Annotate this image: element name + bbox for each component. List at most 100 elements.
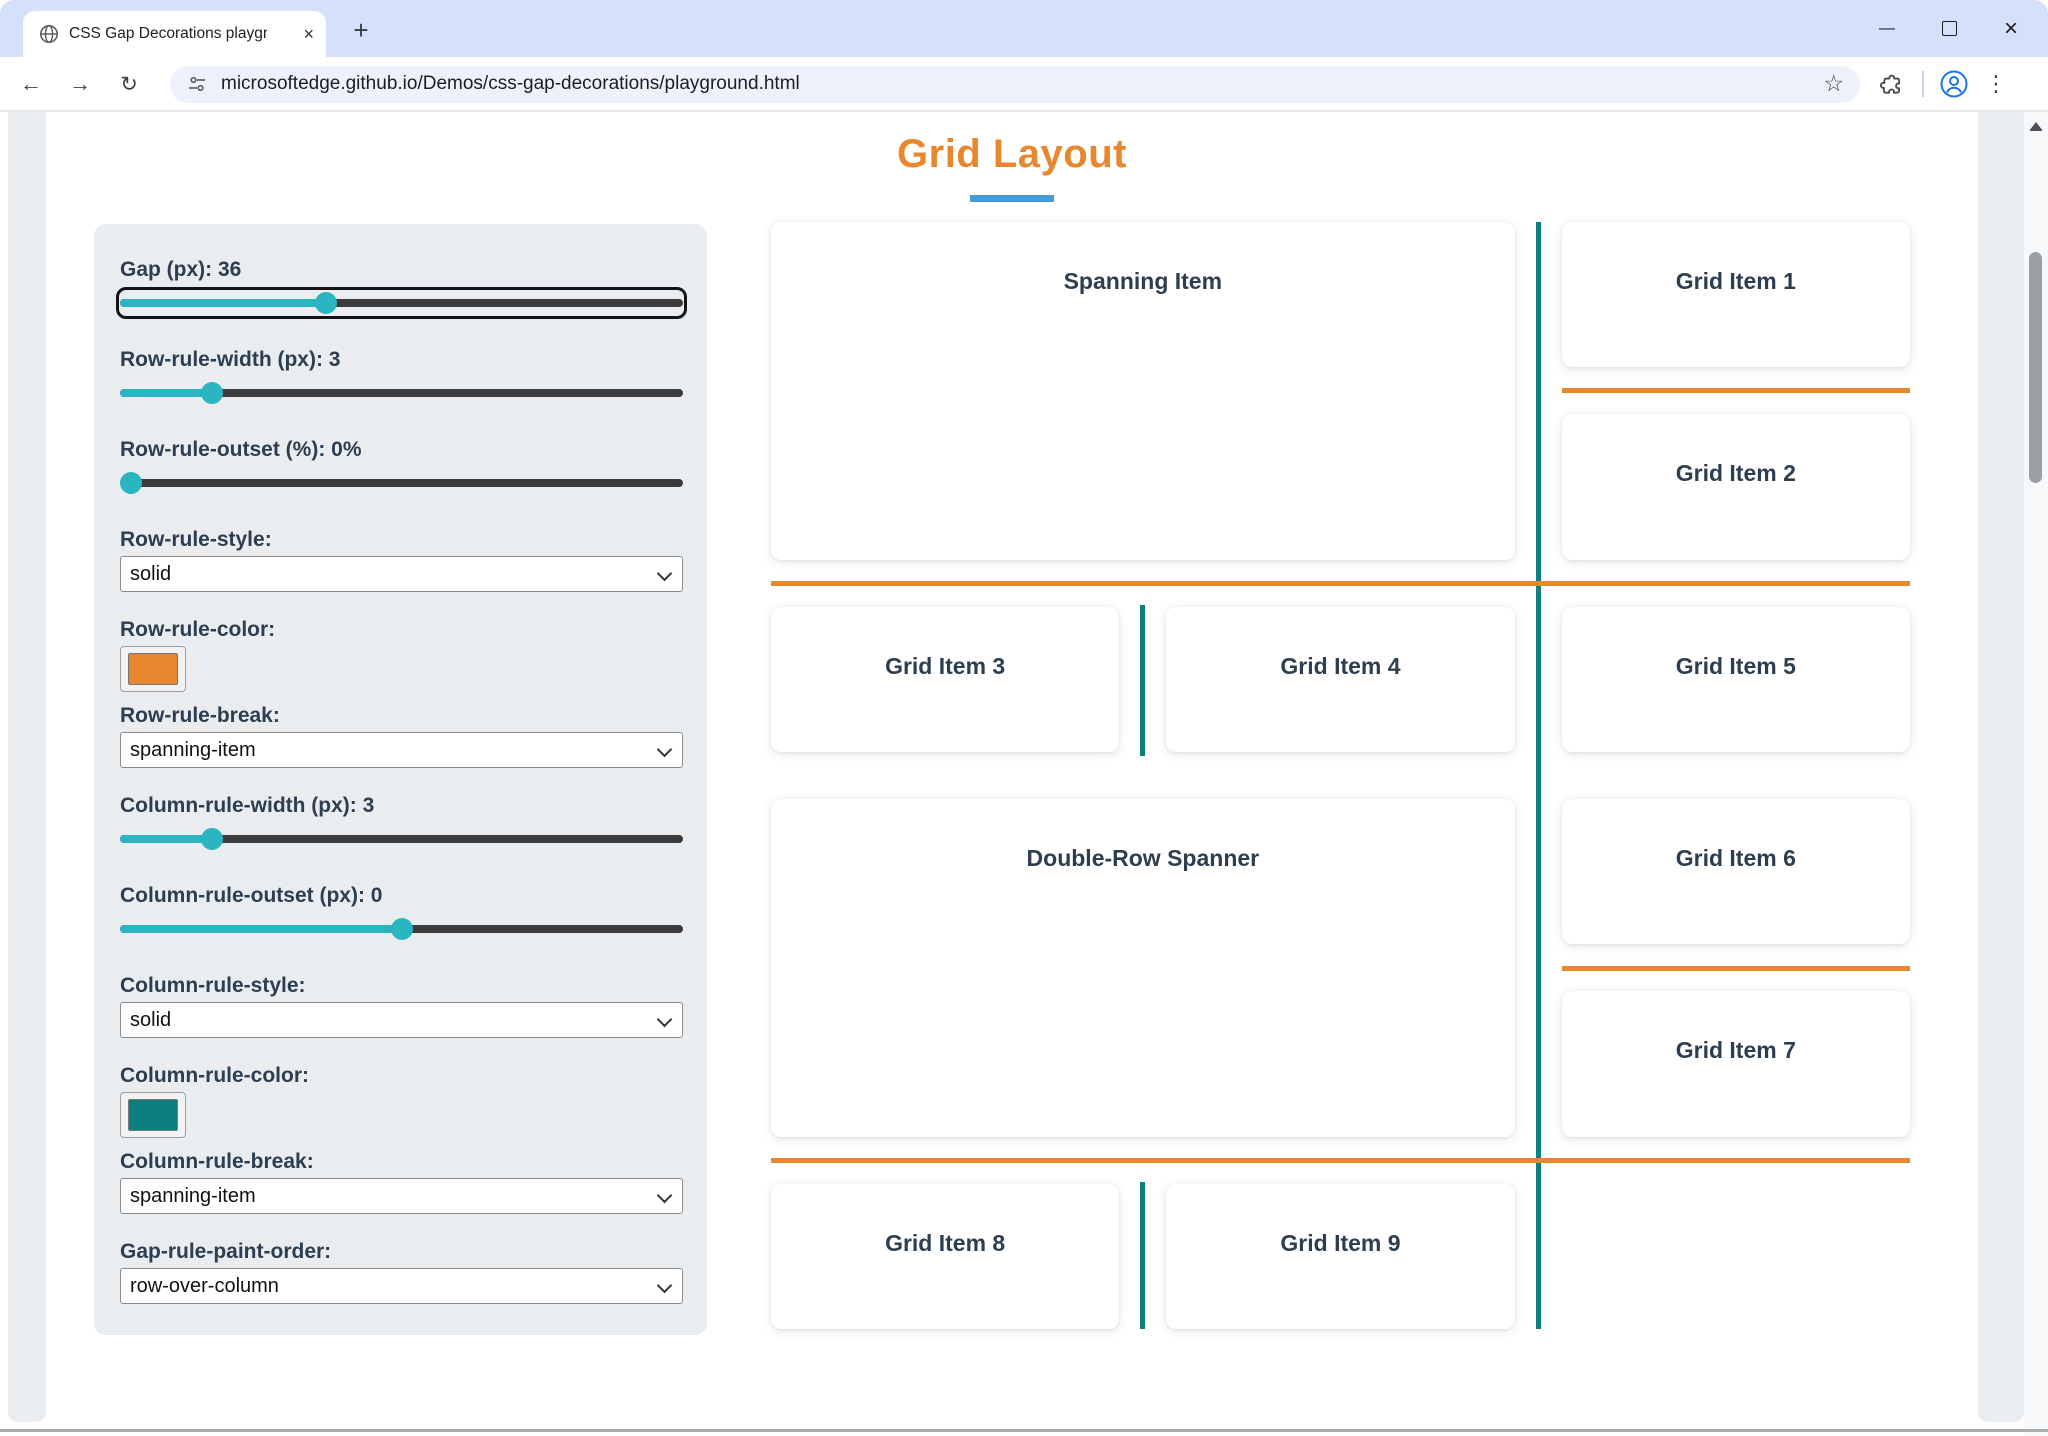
site-info-icon[interactable] (186, 73, 208, 95)
column-rule-width-slider-row (120, 822, 683, 856)
row-rule-break-select[interactable]: spanning-item (120, 732, 683, 768)
slider-thumb[interactable] (390, 918, 413, 940)
reload-button[interactable]: ↻ (120, 72, 138, 96)
toolbar-divider (0, 110, 2048, 112)
row-rule-outset-label: Row-rule-outset (%): 0% (120, 438, 362, 461)
page-content: Grid Layout Gap (px): 36 Row-rule-width … (0, 112, 2048, 1436)
browser-menu-icon[interactable]: ⋮ (1985, 71, 2007, 97)
slider-thumb[interactable] (201, 382, 224, 404)
column-rule-color-label: Column-rule-color: (120, 1064, 309, 1087)
forward-button[interactable]: → (69, 71, 91, 96)
slider-track (120, 479, 683, 487)
column-rule-row3 (1140, 605, 1145, 756)
gap-rule-paint-order-label: Gap-rule-paint-order: (120, 1240, 332, 1263)
address-bar[interactable]: microsoftedge.github.io/Demos/css-gap-de… (170, 65, 1860, 103)
row-rule-width-slider-row (120, 376, 683, 410)
gap-label: Gap (px): 36 (120, 258, 242, 281)
column-rule-style-select[interactable]: solid (120, 1002, 683, 1038)
row-rule-color-picker[interactable] (120, 646, 186, 692)
grid-card-6: Grid Item 6 (1561, 798, 1910, 945)
grid-card-double-row-spanner: Double-Row Spanner (771, 798, 1515, 1137)
browser-tab[interactable]: CSS Gap Decorations playgroun × (23, 11, 326, 57)
column-rule-color-picker[interactable] (120, 1092, 186, 1138)
column-rule-outset-slider[interactable] (120, 917, 683, 941)
toolbar-separator (1922, 71, 1924, 97)
chevron-down-icon (656, 1011, 673, 1028)
row-rule-col3-rows1-2 (1562, 388, 1910, 393)
profile-avatar-icon[interactable] (1939, 69, 1969, 99)
column-rule-outset-label: Column-rule-outset (px): 0 (120, 884, 383, 907)
window-maximize-button[interactable] (1918, 0, 1980, 57)
bookmark-star-icon[interactable]: ☆ (1823, 71, 1844, 97)
row-rule-color-swatch (128, 653, 178, 685)
select-value: spanning-item (130, 738, 256, 761)
slider-track (120, 299, 683, 307)
column-rule-color-swatch (128, 1099, 178, 1131)
column-rule-break-label: Column-rule-break: (120, 1150, 314, 1173)
grid-card-5: Grid Item 5 (1561, 606, 1910, 752)
row-rule-width-slider[interactable] (120, 381, 683, 405)
select-value: solid (130, 562, 172, 585)
grid-card-9: Grid Item 9 (1166, 1183, 1515, 1329)
globe-favicon-icon (40, 25, 58, 43)
row-rule-color-label: Row-rule-color: (120, 618, 276, 641)
grid-card-1: Grid Item 1 (1561, 222, 1910, 368)
row-rule-break-label: Row-rule-break: (120, 704, 280, 727)
slider-thumb[interactable] (314, 292, 337, 314)
chevron-down-icon (656, 565, 673, 582)
select-value: row-over-column (130, 1274, 279, 1297)
row-rule-outset-slider[interactable] (120, 471, 683, 495)
grid-card-2: Grid Item 2 (1561, 414, 1910, 560)
chevron-down-icon (656, 741, 673, 758)
tab-strip: CSS Gap Decorations playgroun × + — × (0, 0, 2048, 57)
select-value: spanning-item (130, 1184, 256, 1207)
url-text: microsoftedge.github.io/Demos/css-gap-de… (221, 73, 800, 94)
gap-rule-paint-order-select[interactable]: row-over-column (120, 1268, 683, 1304)
grid-card-4: Grid Item 4 (1166, 606, 1515, 752)
controls-panel: Gap (px): 36 Row-rule-width (px): 3 Row-… (94, 224, 707, 1335)
column-rule-width-slider[interactable] (120, 827, 683, 851)
slider-fill (120, 925, 402, 933)
page-gutter-right (1978, 112, 2024, 1422)
scrollbar-thumb[interactable] (2029, 252, 2042, 483)
column-rule-break-select[interactable]: spanning-item (120, 1178, 683, 1214)
grid-demo-area: Spanning Item Grid Item 1 Grid Item 2 Gr… (771, 222, 1910, 1329)
column-rule-row6 (1140, 1182, 1145, 1329)
new-tab-button[interactable]: + (353, 14, 369, 45)
row-rule-style-label: Row-rule-style: (120, 528, 272, 551)
window-controls: — × (1856, 0, 2042, 57)
scrollbar-up-arrow-icon[interactable] (2029, 122, 2043, 131)
browser-toolbar: ← → ↻ microsoftedge.github.io/Demos/css-… (0, 57, 2048, 111)
chevron-down-icon (656, 1187, 673, 1204)
column-rule-long (1536, 222, 1541, 1329)
slider-thumb[interactable] (201, 828, 224, 850)
row-rule-outset-slider-row (120, 466, 683, 500)
window-bottom-edge (0, 1429, 2048, 1432)
window-minimize-button[interactable]: — (1879, 19, 1895, 37)
select-value: solid (130, 1008, 172, 1031)
row-rule-style-select[interactable]: solid (120, 556, 683, 592)
gap-slider-row (116, 286, 687, 320)
row-rule-width-label: Row-rule-width (px): 3 (120, 348, 341, 371)
slider-fill (120, 835, 213, 843)
tab-title: CSS Gap Decorations playgroun (69, 25, 267, 42)
vertical-scrollbar[interactable] (2024, 112, 2048, 1436)
maximize-icon (1941, 21, 1957, 36)
chevron-down-icon (656, 1277, 673, 1294)
gap-slider[interactable] (116, 287, 687, 319)
back-button[interactable]: ← (20, 71, 42, 96)
row-rule-full-rows2-3 (771, 581, 1910, 586)
slider-track (120, 835, 683, 843)
slider-fill (120, 299, 326, 307)
column-rule-width-label: Column-rule-width (px): 3 (120, 794, 375, 817)
page-title: Grid Layout (897, 132, 1127, 176)
tab-close-icon[interactable]: × (303, 24, 314, 44)
slider-track (120, 389, 683, 397)
grid-card-7: Grid Item 7 (1561, 991, 1910, 1137)
row-rule-col3-rows4-5 (1562, 966, 1910, 971)
slider-thumb[interactable] (120, 472, 142, 494)
extensions-icon[interactable] (1879, 71, 1905, 97)
row-rule-full-rows5-6 (771, 1158, 1910, 1163)
window-close-button[interactable]: × (2003, 14, 2018, 42)
